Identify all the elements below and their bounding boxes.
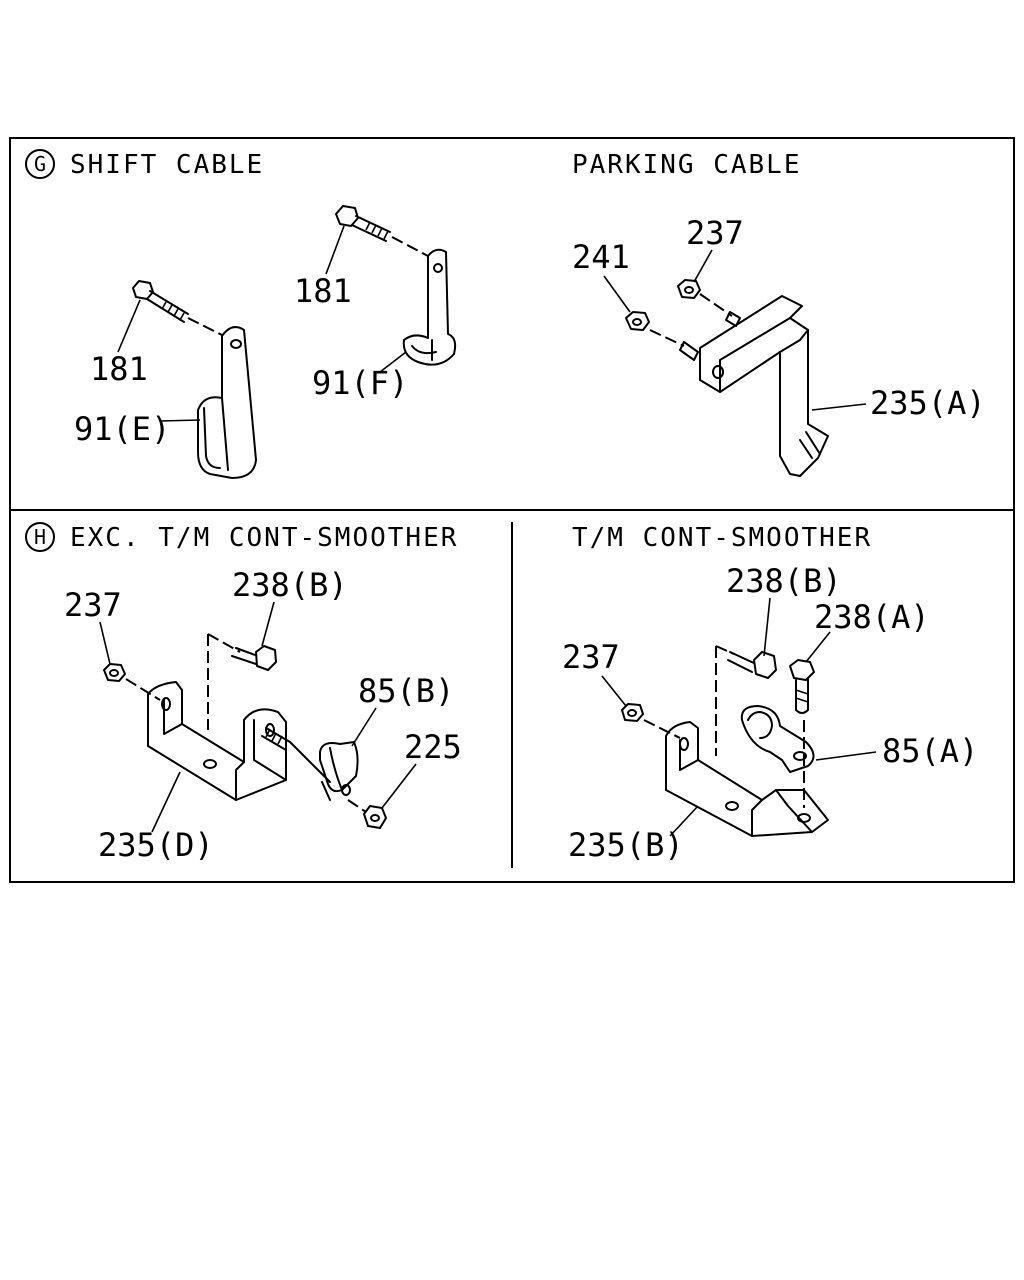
nut-237-top — [677, 279, 741, 327]
section-h-marker: H — [25, 522, 55, 552]
label-91f: 91(F) — [312, 364, 408, 402]
nut-237-left — [103, 663, 161, 701]
label-237-right: 237 — [562, 638, 620, 676]
svg-text:G: G — [34, 152, 46, 176]
label-85b: 85(B) — [358, 672, 454, 710]
label-238a: 238(A) — [814, 598, 930, 636]
bracket-235a — [699, 295, 829, 477]
bracket-235b — [665, 721, 829, 837]
label-238b-left: 238(B) — [232, 566, 348, 604]
shift-cable-title: SHIFT CABLE — [70, 150, 264, 180]
bolt-238b-right — [715, 645, 777, 756]
leader-235a — [811, 403, 867, 411]
bolt-181-left — [132, 280, 223, 336]
exc-cont-smoother-title: EXC. T/M CONT-SMOOTHER — [70, 523, 458, 553]
leader-235d — [151, 771, 181, 833]
leader-238b-right — [763, 597, 771, 657]
leader-235b — [669, 805, 699, 837]
bracket-91f — [402, 248, 457, 366]
bolt-238a — [789, 659, 815, 808]
label-237-left: 237 — [64, 586, 122, 624]
nut-241 — [625, 311, 699, 361]
label-91e: 91(E) — [74, 410, 170, 448]
parking-cable-title: PARKING CABLE — [572, 150, 802, 180]
label-181-right: 181 — [294, 272, 352, 310]
nut-237-right — [621, 703, 681, 739]
bolt-238b-left — [207, 633, 277, 730]
cont-smoother-title: T/M CONT-SMOOTHER — [572, 523, 872, 553]
leader-237-left — [99, 621, 111, 665]
label-235d: 235(D) — [98, 826, 214, 864]
bolt-181-right — [335, 205, 429, 257]
leader-91e — [159, 419, 201, 422]
leader-238b-left — [261, 601, 275, 647]
label-235b: 235(B) — [568, 826, 684, 864]
clip-85a — [740, 705, 815, 773]
leader-85a — [815, 751, 877, 761]
leader-237-right — [601, 675, 627, 707]
label-85a: 85(A) — [882, 732, 978, 770]
label-241: 241 — [572, 238, 630, 276]
svg-text:H: H — [34, 525, 46, 549]
stud-left — [261, 727, 331, 783]
bracket-235d — [147, 681, 287, 801]
label-238b-right: 238(B) — [726, 562, 842, 600]
clip-85b — [319, 741, 359, 801]
leader-91f — [379, 351, 407, 373]
label-237-top: 237 — [686, 214, 744, 252]
nut-225 — [347, 799, 387, 829]
leader-238a — [805, 631, 831, 663]
leader-181-right — [325, 225, 345, 275]
label-235a: 235(A) — [870, 384, 986, 422]
leader-225 — [381, 763, 417, 809]
leader-85b — [351, 707, 377, 747]
leader-237-top — [693, 249, 713, 283]
bracket-91e — [197, 326, 257, 479]
label-181-left: 181 — [90, 350, 148, 388]
label-225: 225 — [404, 728, 462, 766]
section-g-marker: G — [25, 149, 55, 179]
leader-241 — [603, 275, 631, 313]
leader-181-left — [117, 299, 141, 353]
